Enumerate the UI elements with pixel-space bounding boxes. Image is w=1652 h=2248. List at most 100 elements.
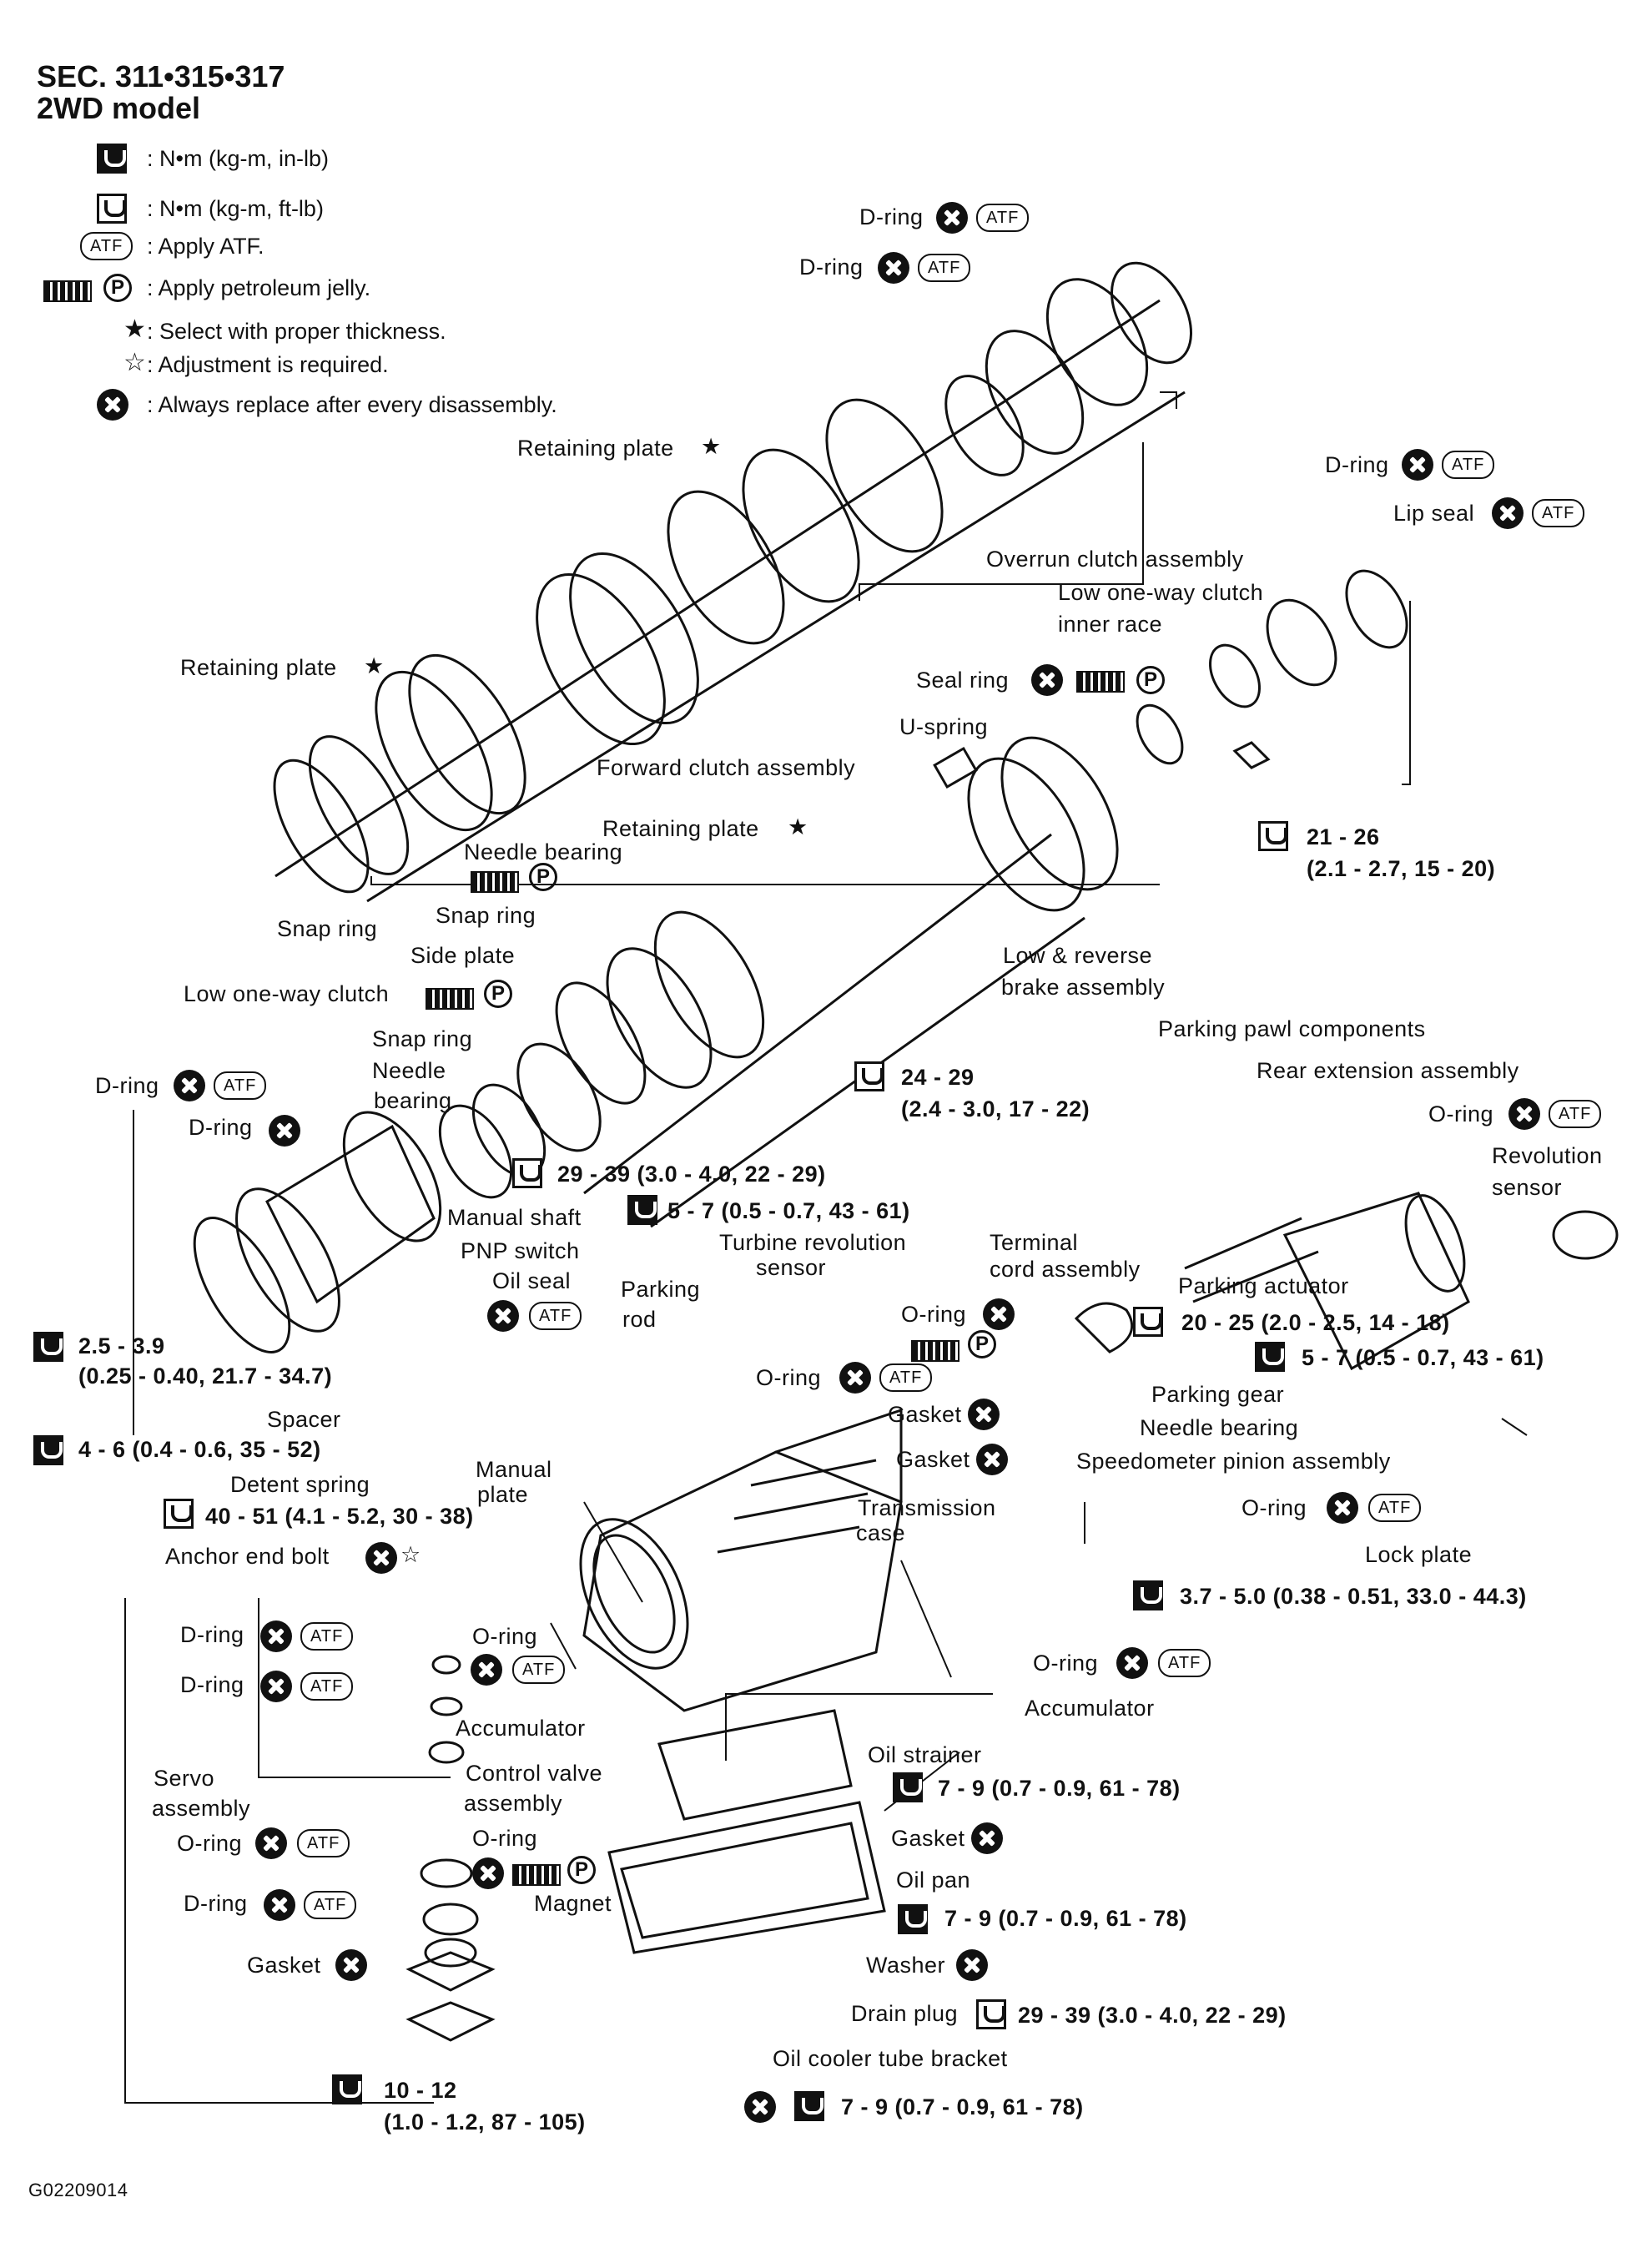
replace-x-icon: [968, 1399, 1000, 1430]
white-star-icon: ☆: [123, 349, 147, 376]
leader-lines: [124, 391, 1528, 2104]
white-star-icon: ☆: [400, 1542, 421, 1567]
atf-icon: ATF: [918, 254, 971, 282]
torque-spec: 29 - 39 (3.0 - 4.0, 22 - 29): [557, 1162, 826, 1187]
torque-wrench-ft-lb-icon: [97, 194, 127, 224]
label-retaining-plate: Retaining plate: [180, 655, 337, 680]
replace-x-icon: [1508, 1098, 1540, 1130]
torque-spec: 7 - 9 (0.7 - 0.9, 61 - 78): [944, 1906, 1187, 1931]
label-overrun-clutch: Overrun clutch assembly: [986, 547, 1244, 572]
label-gasket: Gasket: [888, 1402, 962, 1427]
label-assembly: assembly: [152, 1796, 251, 1821]
label-u-spring: U-spring: [899, 714, 989, 739]
label-seal-ring: Seal ring: [916, 668, 1010, 693]
replace-x-icon: [878, 252, 909, 284]
replace-x-icon: [260, 1671, 292, 1702]
label-revolution: Revolution: [1492, 1143, 1603, 1168]
p-symbol-icon: P: [1136, 666, 1165, 694]
replace-x-icon: [471, 1654, 502, 1686]
low-oneway-area: [193, 1042, 602, 1353]
label-snap-ring: Snap ring: [372, 1026, 473, 1051]
petroleum-jelly-icon: [512, 1864, 561, 1886]
atf-icon: ATF: [976, 204, 1030, 232]
replace-x-icon: [472, 1857, 504, 1889]
legend-item-adjustment: : Adjustment is required.: [147, 352, 389, 377]
label-drain-plug: Drain plug: [851, 2001, 959, 2026]
torque-spec: 40 - 51 (4.1 - 5.2, 30 - 38): [205, 1504, 474, 1529]
replace-x-icon: [264, 1889, 295, 1921]
replace-x-icon: [365, 1542, 397, 1574]
label-case: case: [856, 1520, 906, 1545]
label-gasket: Gasket: [891, 1826, 965, 1851]
atf-icon: ATF: [1158, 1649, 1211, 1677]
label-sensor: sensor: [1492, 1175, 1563, 1200]
label-low-oneway-inner: Low one-way clutch: [1058, 580, 1264, 605]
label-lock-plate: Lock plate: [1365, 1542, 1473, 1567]
label-speedometer-pinion: Speedometer pinion assembly: [1076, 1449, 1391, 1474]
label-low-oneway-clutch: Low one-way clutch: [184, 981, 390, 1006]
label-side-plate: Side plate: [410, 943, 516, 968]
torque-wrench-ft-lb-icon: [164, 1499, 194, 1529]
torque-wrench-ft-lb-icon: [512, 1158, 542, 1188]
label-oil-strainer: Oil strainer: [868, 1742, 982, 1767]
atf-icon: ATF: [80, 232, 133, 260]
replace-x-icon: [487, 1300, 519, 1332]
label-washer: Washer: [866, 1953, 946, 1978]
torque-spec: 3.7 - 5.0 (0.38 - 0.51, 33.0 - 44.3): [1180, 1584, 1527, 1609]
label-gasket: Gasket: [896, 1447, 970, 1472]
label-parking-actuator: Parking actuator: [1178, 1273, 1349, 1298]
label-spacer: Spacer: [267, 1407, 341, 1432]
label-manual-shaft: Manual shaft: [447, 1205, 582, 1230]
label-d-ring: D-ring: [184, 1891, 248, 1916]
atf-icon: ATF: [1549, 1100, 1602, 1128]
petroleum-jelly-icon: [911, 1340, 959, 1362]
replace-x-icon: [1116, 1647, 1148, 1679]
torque-wrench-in-lb-icon: [898, 1904, 928, 1934]
label-o-ring: O-ring: [177, 1831, 243, 1856]
atf-icon: ATF: [300, 1622, 354, 1651]
label-o-ring: O-ring: [756, 1365, 822, 1390]
legend-item-in-lb: : N•m (kg-m, in-lb): [147, 146, 329, 171]
label-oil-cooler-bracket: Oil cooler tube bracket: [773, 2046, 1008, 2071]
label-assembly: assembly: [464, 1791, 563, 1816]
petroleum-jelly-icon: [43, 280, 92, 302]
label-o-ring: O-ring: [472, 1826, 538, 1851]
torque-wrench-ft-lb-icon: [1133, 1307, 1163, 1337]
label-anchor-end-bolt: Anchor end bolt: [165, 1544, 330, 1569]
replace-x-icon: [839, 1362, 871, 1394]
torque-wrench-in-lb-icon: [1255, 1342, 1285, 1372]
label-retaining-plate: Retaining plate: [602, 816, 759, 841]
legend-item-petroleum-jelly: : Apply petroleum jelly.: [147, 275, 371, 300]
middle-clutch-assembly: [555, 569, 1408, 1228]
torque-spec: 21 - 26: [1307, 824, 1380, 849]
black-star-icon: ★: [364, 653, 385, 678]
atf-icon: ATF: [1532, 499, 1585, 527]
label-o-ring: O-ring: [1428, 1101, 1494, 1127]
legend-item-select-thickness: : Select with proper thickness.: [147, 319, 446, 344]
replace-x-icon: [1327, 1492, 1358, 1524]
torque-wrench-in-lb-icon: [97, 144, 127, 174]
atf-icon: ATF: [297, 1829, 350, 1857]
p-symbol-icon: P: [968, 1330, 996, 1358]
legend-item-ft-lb: : N•m (kg-m, ft-lb): [147, 196, 324, 221]
replace-x-icon: [983, 1298, 1015, 1330]
upper-clutch-assembly: [273, 261, 1192, 903]
label-oil-pan: Oil pan: [896, 1867, 971, 1893]
label-bearing: bearing: [374, 1088, 452, 1113]
torque-spec: 29 - 39 (3.0 - 4.0, 22 - 29): [1018, 2003, 1287, 2028]
replace-x-icon: [1492, 497, 1524, 529]
replace-x-icon: [744, 2091, 776, 2123]
label-gasket: Gasket: [247, 1953, 321, 1978]
p-symbol-icon: P: [529, 863, 557, 891]
torque-spec: 5 - 7 (0.5 - 0.7, 43 - 61): [1302, 1345, 1544, 1370]
replace-x-icon: [174, 1070, 205, 1101]
label-servo: Servo: [154, 1766, 215, 1791]
label-rod: rod: [622, 1307, 657, 1332]
torque-spec-detail: (1.0 - 1.2, 87 - 105): [384, 2109, 586, 2135]
petroleum-jelly-icon: [1076, 671, 1125, 693]
p-symbol-icon: P: [484, 980, 512, 1008]
torque-wrench-ft-lb-icon: [854, 1061, 884, 1091]
label-brake-assembly: brake assembly: [1001, 975, 1166, 1000]
rear-extension-housing: [1074, 1192, 1619, 1371]
